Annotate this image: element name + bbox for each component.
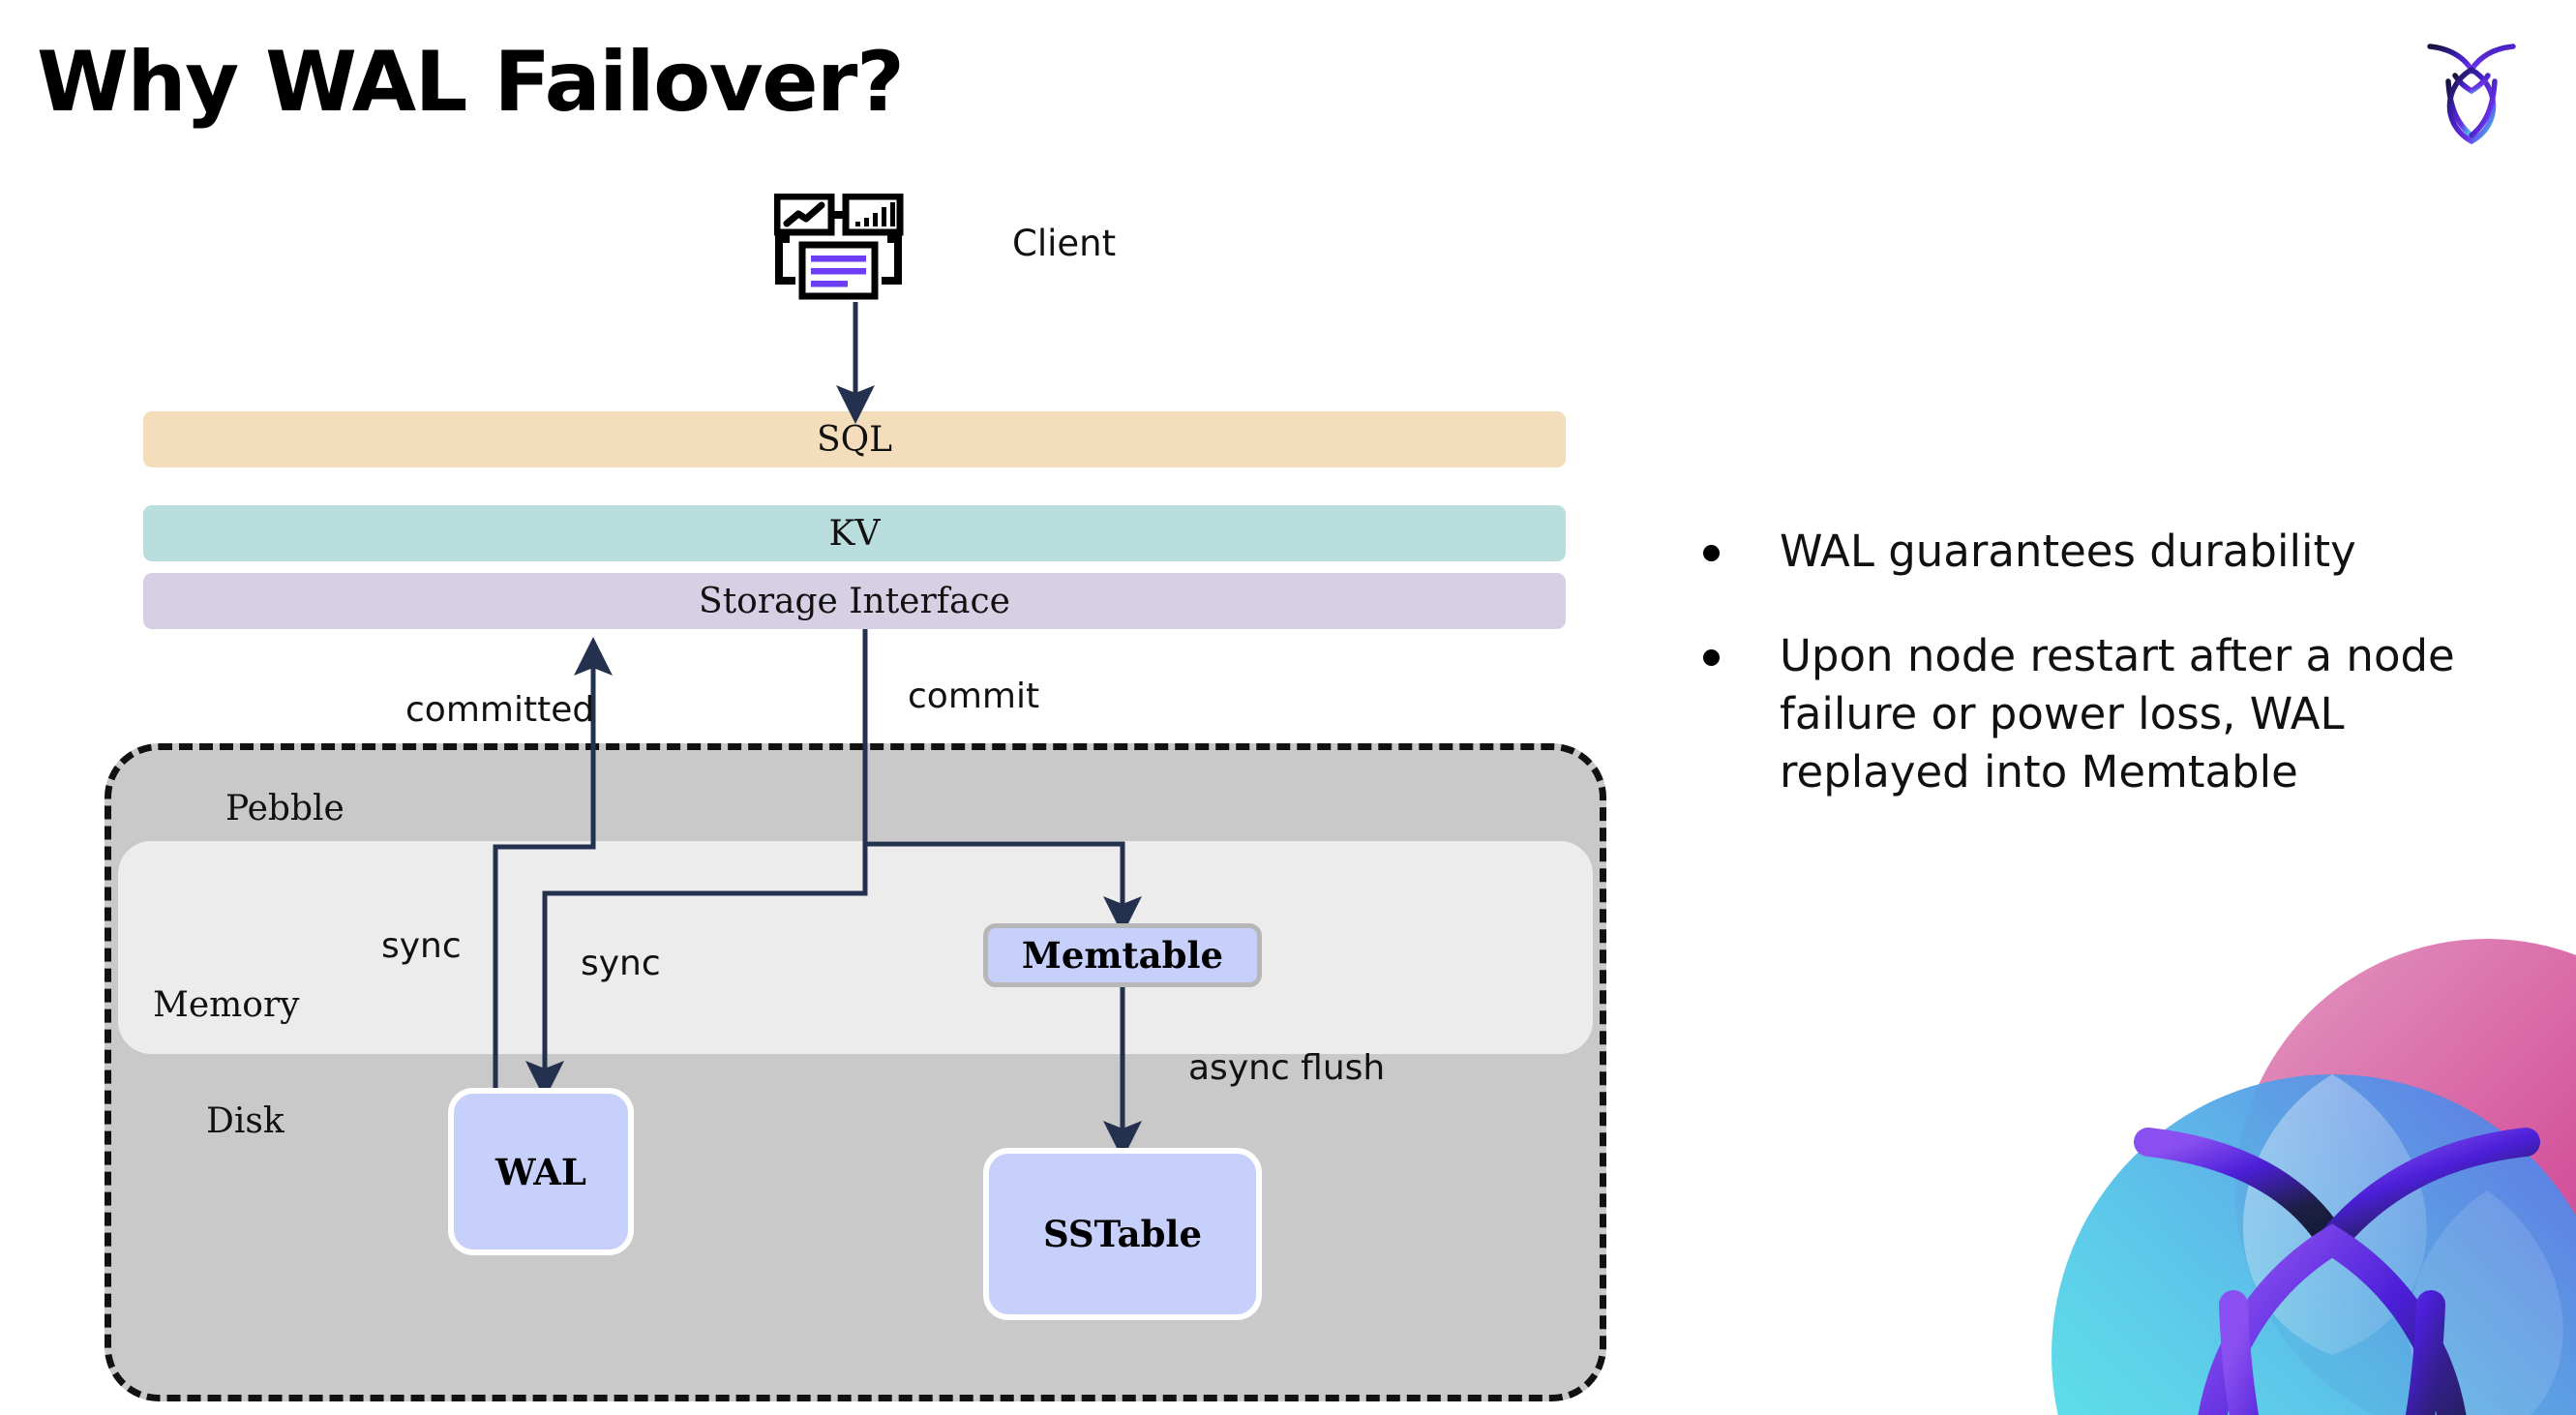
node-wal-label: WAL [495, 1150, 586, 1193]
node-sstable: SSTable [983, 1148, 1262, 1320]
layer-bar-kv-label: KV [828, 513, 881, 554]
layer-bar-sql: SQL [143, 411, 1566, 467]
node-wal: WAL [448, 1088, 634, 1255]
node-memtable-label: Memtable [1021, 934, 1224, 977]
list-item: Upon node restart after a node failure o… [1703, 627, 2497, 801]
layer-bar-sql-label: SQL [816, 419, 893, 460]
bullet-text: WAL guarantees durability [1780, 526, 2356, 577]
layer-bar-storage-interface: Storage Interface [143, 573, 1566, 629]
memory-label: Memory [153, 985, 300, 1025]
edge-label-async-flush: async flush [1188, 1048, 1386, 1088]
client-dashboard-icon [773, 193, 929, 300]
bullet-dot-icon [1703, 648, 1720, 666]
edge-label-sync-2: sync [581, 944, 661, 983]
edge-label-commit: commit [908, 677, 1040, 716]
bullet-dot-icon [1703, 545, 1720, 561]
cockroachdb-corner-art [1945, 900, 2576, 1415]
edge-label-committed: committed [405, 690, 595, 730]
bullet-list: WAL guarantees durability Upon node rest… [1703, 523, 2497, 847]
memory-region [118, 841, 1593, 1054]
node-memtable: Memtable [983, 923, 1262, 987]
pebble-label: Pebble [225, 789, 344, 828]
list-item: WAL guarantees durability [1703, 523, 2497, 581]
edge-label-sync-1: sync [381, 926, 462, 966]
client-label: Client [1012, 223, 1117, 264]
page-title: Why WAL Failover? [37, 34, 905, 131]
disk-label: Disk [206, 1101, 285, 1141]
layer-bar-storage-interface-label: Storage Interface [699, 581, 1010, 621]
node-sstable-label: SSTable [1042, 1213, 1203, 1255]
bullet-text: Upon node restart after a node failure o… [1780, 629, 2455, 798]
cockroachdb-logo [2417, 31, 2526, 147]
layer-bar-kv: KV [143, 505, 1566, 561]
